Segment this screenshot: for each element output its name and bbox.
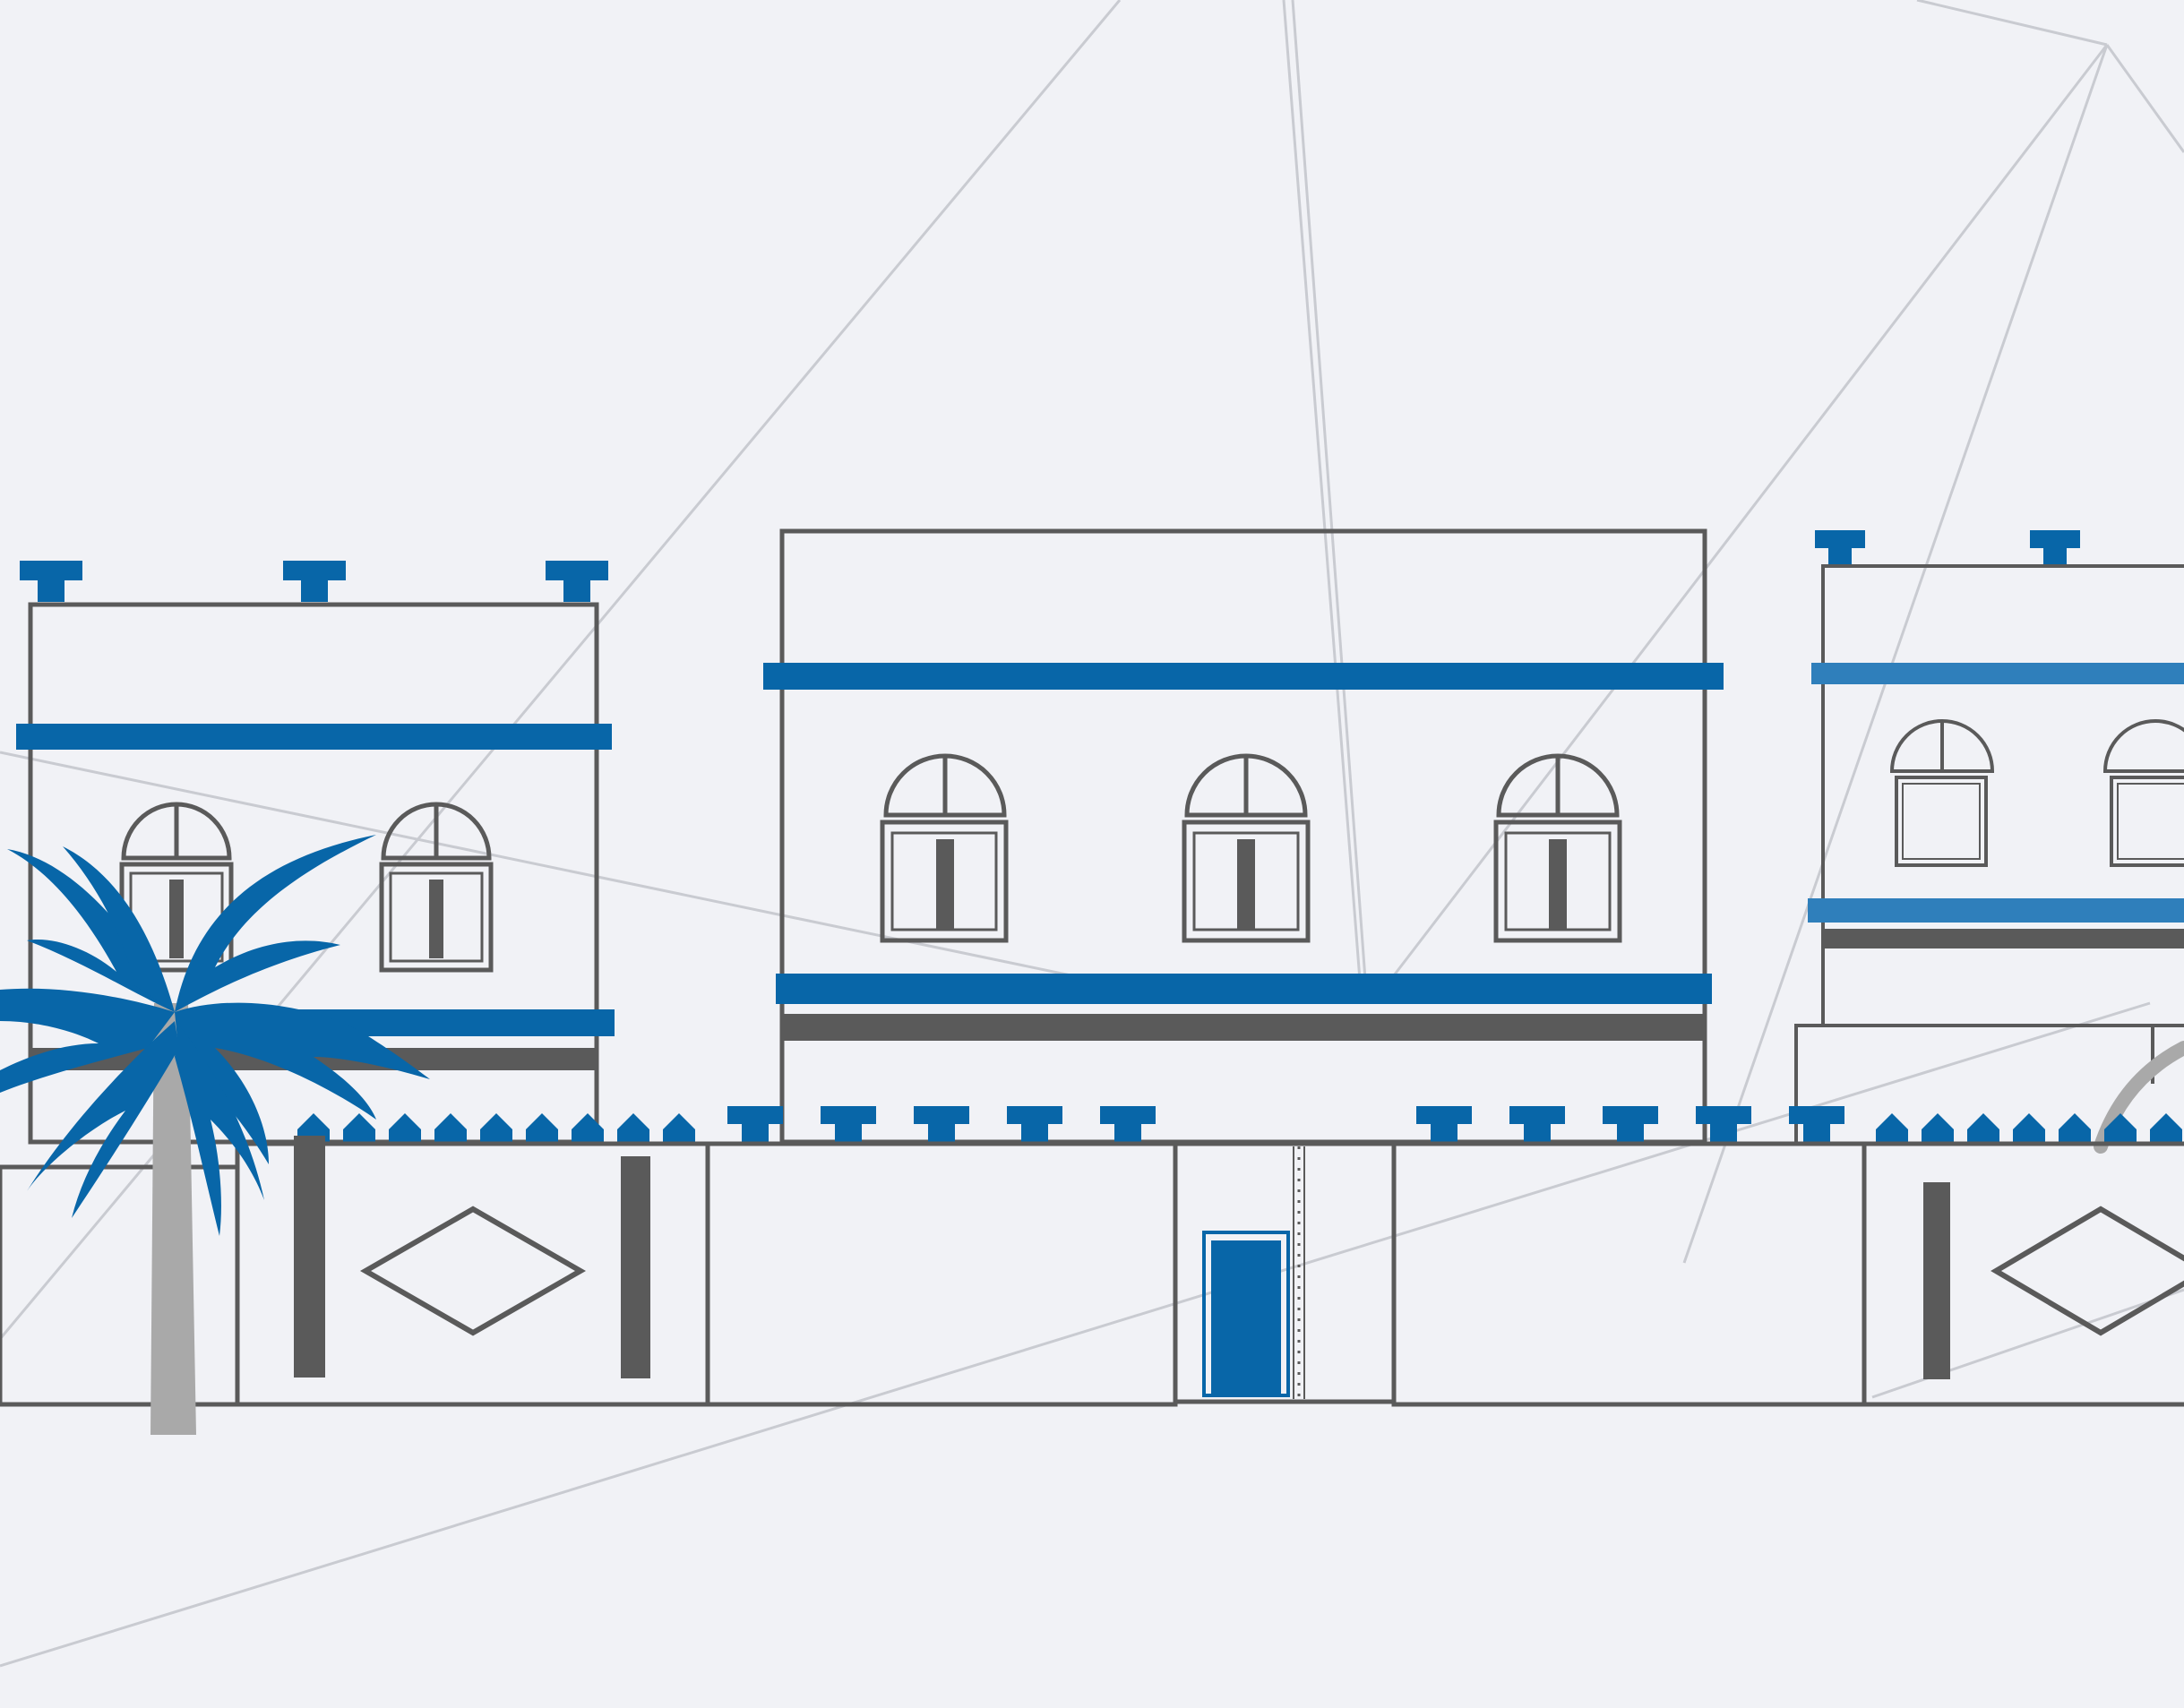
crenellation-icon xyxy=(727,1106,1844,1142)
arched-window-icon xyxy=(2102,719,2184,867)
crenellation-icon xyxy=(1876,1113,2182,1142)
arched-window-icon xyxy=(1493,753,1622,943)
arched-window-icon xyxy=(1889,719,1995,867)
arched-window-icon xyxy=(379,802,494,973)
crenellation-icon xyxy=(20,561,608,602)
boundary-wall xyxy=(0,1136,2184,1407)
crenellation-icon xyxy=(297,1113,695,1142)
crenellation-icon xyxy=(1815,530,2080,566)
network-lines xyxy=(0,0,2184,1668)
palm-tree-icon xyxy=(0,835,430,1435)
arched-window-icon xyxy=(1182,753,1311,943)
right-building xyxy=(1794,530,2184,1154)
diamond-ornament-icon xyxy=(1991,1206,2184,1336)
door-icon xyxy=(1202,1146,1305,1399)
middle-building xyxy=(763,528,1724,1145)
wall-crenellations xyxy=(297,1106,2182,1142)
diamond-ornament-icon xyxy=(359,1206,587,1336)
arched-window-icon xyxy=(880,753,1009,943)
